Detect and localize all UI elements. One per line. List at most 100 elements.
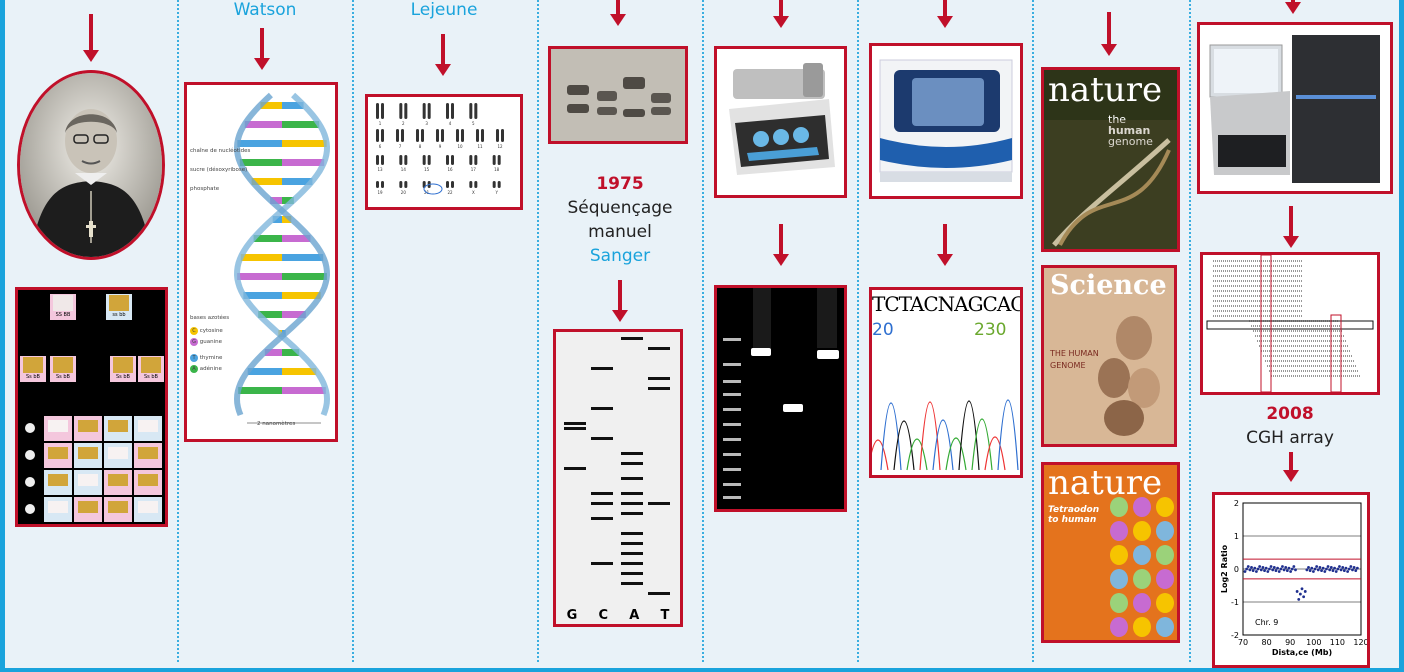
fish-icon: [1156, 593, 1174, 613]
chromosome: [469, 181, 473, 188]
gamete-icon: [25, 504, 35, 514]
y-tick-label: 1: [1234, 532, 1239, 541]
chromatogram-sequence: TCTACNAGCAG: [872, 292, 1020, 316]
column-separator: [537, 0, 539, 662]
base-pair: [247, 368, 282, 375]
chromosome: [496, 129, 499, 142]
ladder-band: [723, 393, 741, 396]
base-pair: [282, 121, 320, 128]
cat-icon: [108, 420, 128, 432]
data-point: [1246, 565, 1250, 568]
data-point: [1297, 597, 1301, 601]
base-name: adénine: [199, 366, 222, 372]
data-point: [1307, 565, 1310, 569]
data-point: [1321, 566, 1325, 570]
chromosome: [469, 155, 473, 165]
y-tick-label: 0: [1234, 565, 1239, 574]
down-arrow-icon: [773, 224, 789, 266]
f1-genotype: Ss bB: [56, 374, 70, 380]
base-pair: [282, 235, 311, 242]
base-pair: [258, 311, 282, 318]
base-pair: [251, 178, 282, 185]
gel-band: [621, 572, 643, 575]
chromosome: [422, 103, 426, 119]
chromosome: [427, 155, 431, 165]
down-arrow-icon: [1285, 0, 1301, 14]
reference-row: [1206, 320, 1374, 330]
f1-row: Ss bB Ss bB Ss bB Ss bB: [18, 356, 165, 386]
base-pair: [238, 387, 282, 394]
data-point: [1256, 567, 1260, 571]
sequencing-ladder: G C A T: [553, 329, 683, 627]
helix-strand: [233, 92, 331, 417]
base-legend-item: G guanine: [190, 338, 229, 346]
fish-icon: [1133, 521, 1151, 541]
gel-band: [621, 462, 643, 465]
gel-band: [591, 492, 613, 495]
chromosome: [451, 181, 454, 188]
chromosome: [446, 103, 449, 119]
base-pair: [282, 311, 306, 318]
chromosome-label: Y: [494, 190, 498, 195]
chromosome: [474, 103, 478, 119]
x-axis-label: Dista,ce (Mb): [1272, 648, 1332, 657]
data-point: [1253, 566, 1257, 570]
variant-column: [1260, 255, 1272, 392]
column-separator: [1032, 0, 1034, 662]
chromosome: [421, 129, 424, 142]
chromosome: [497, 181, 501, 188]
gel-band: [621, 512, 643, 515]
gel-band: [621, 552, 643, 555]
chromosome: [492, 181, 496, 188]
chromosome-label: 14: [401, 167, 407, 172]
cat-icon: [48, 474, 68, 486]
data-point: [1342, 569, 1346, 573]
y-tick-label: -2: [1231, 631, 1239, 640]
sanger-year: 1975: [596, 174, 644, 194]
chromosome-label: 19: [377, 190, 383, 195]
cat-icon: [78, 501, 98, 513]
gamete-icon: [25, 450, 35, 460]
base-pair: [282, 349, 300, 356]
chromosome-label: 4: [449, 121, 452, 126]
punnett-square: [25, 416, 162, 522]
chromosome: [436, 129, 439, 142]
gel-band: [621, 337, 643, 340]
parent-genotype: SS BB: [55, 312, 71, 318]
chromosome-label: 15: [424, 167, 430, 172]
dna-helix-diagram: chaîne de nucléotides sucre (désoxyribos…: [184, 82, 338, 442]
gel-band: [648, 387, 670, 390]
cat-icon: [48, 447, 68, 459]
data-point: [1292, 565, 1296, 568]
base-icon: G: [190, 338, 198, 346]
x-tick-label: 90: [1285, 638, 1295, 647]
data-point: [1243, 570, 1247, 573]
chromosome: [381, 181, 384, 188]
cover-title: nature: [1048, 463, 1163, 503]
data-point: [1285, 569, 1289, 573]
data-point: [1264, 566, 1268, 570]
x-tick-label: 70: [1238, 638, 1248, 647]
gel-band: [648, 592, 670, 595]
chromosome-label: 2: [402, 121, 405, 126]
gel-band: [591, 437, 613, 440]
chromosome: [381, 129, 384, 142]
chromosome: [381, 155, 384, 165]
parent-cell: SS BB: [50, 294, 76, 320]
chromosome: [476, 129, 479, 142]
down-arrow-icon: [1283, 452, 1299, 482]
variant-column: [1330, 314, 1342, 392]
data-point: [1310, 566, 1314, 570]
base-pair: [282, 216, 292, 223]
chromosome: [469, 103, 473, 119]
trace-peak: [958, 400, 980, 471]
base-pair: [282, 292, 321, 299]
ladder-band: [723, 453, 741, 456]
ladder-band: [723, 438, 741, 441]
data-point: [1328, 568, 1332, 572]
chromosome-label: 9: [439, 144, 442, 149]
lane-label: T: [660, 608, 670, 623]
